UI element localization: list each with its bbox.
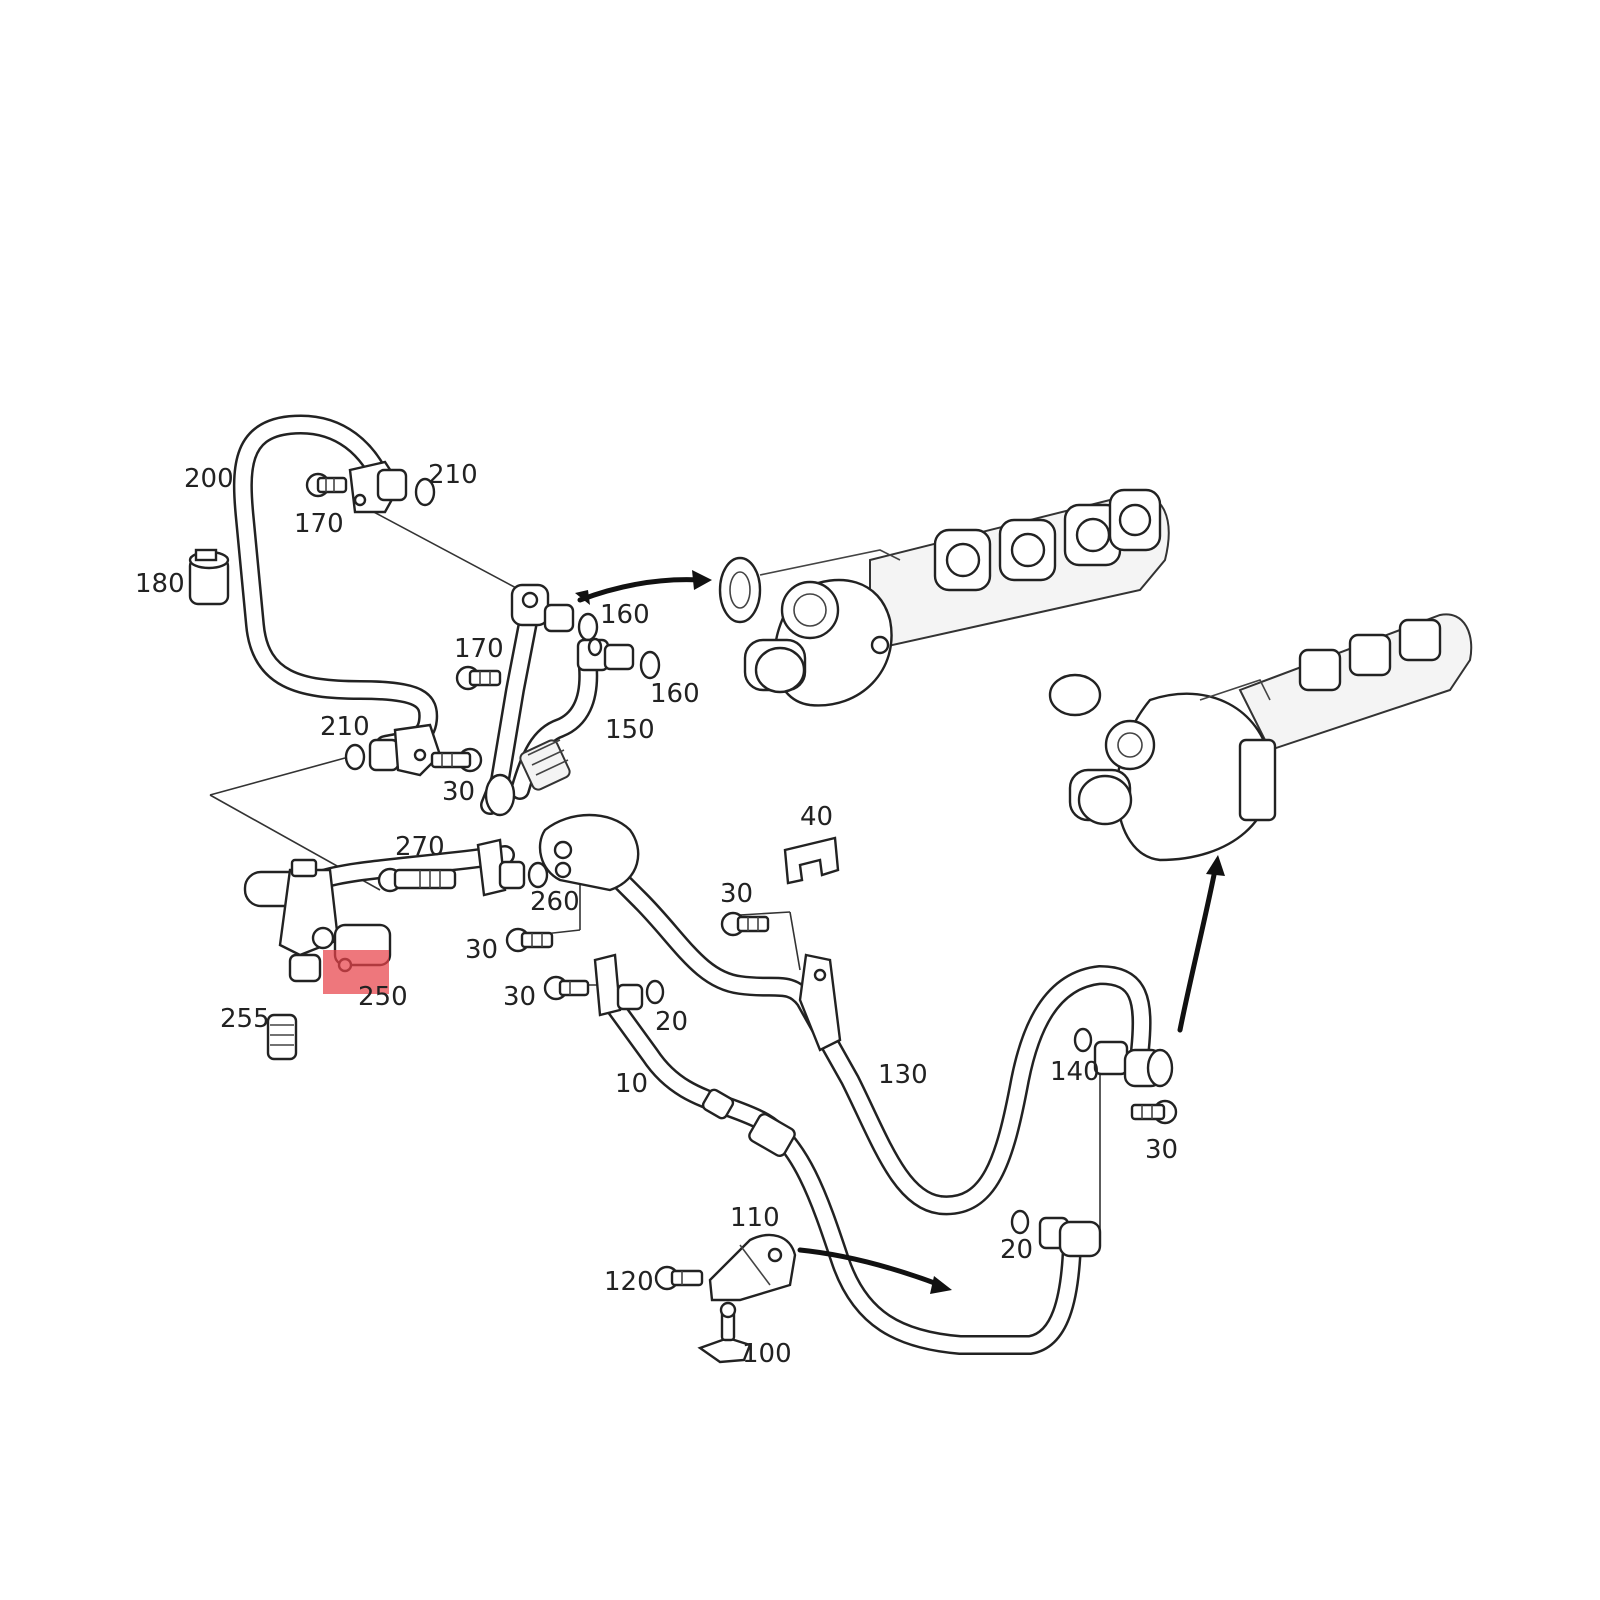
fitting-160-lower — [576, 637, 661, 680]
callout-170-mid: 170 — [454, 634, 504, 664]
sensor-255 — [266, 953, 322, 1061]
bolt-170-top — [305, 472, 348, 498]
callout-160-upper: 160 — [600, 600, 650, 630]
banjo-fitting-210-lower — [344, 723, 442, 777]
callout-30-c: 30 — [503, 982, 536, 1012]
fitting-20-lower — [1010, 1209, 1102, 1258]
flange-20-mid — [593, 953, 665, 1017]
banjo-fitting-210-top — [348, 460, 436, 514]
bracket-130 — [798, 953, 842, 1052]
callout-120: 120 — [604, 1267, 654, 1297]
bolt-30-d — [720, 911, 770, 937]
arrow-to-pipe-10 — [797, 1247, 952, 1294]
callout-30-b: 30 — [465, 935, 498, 965]
highlighted-part-250 — [323, 950, 389, 994]
callout-160-lower: 160 — [650, 679, 700, 709]
callout-200: 200 — [184, 464, 234, 494]
callout-10: 10 — [615, 1069, 648, 1099]
callout-110: 110 — [730, 1203, 780, 1233]
callout-labels: 200 210 170 180 160 170 160 150 210 30 4… — [135, 460, 1178, 1369]
arrow-to-lower-turbo — [1177, 855, 1225, 1033]
mount-100 — [697, 1301, 752, 1364]
callout-210-top: 210 — [428, 460, 478, 490]
callout-260: 260 — [530, 887, 580, 917]
sleeve-10 — [701, 1088, 796, 1157]
clip-40 — [783, 836, 840, 885]
leader-lines — [209, 509, 1101, 1235]
pipe-200 — [232, 414, 439, 755]
bolt-120 — [654, 1265, 704, 1291]
arrow-to-upper-turbo — [575, 570, 712, 605]
callout-250: 250 — [358, 982, 408, 1012]
callout-30-a: 30 — [442, 777, 475, 807]
flange-270 — [476, 838, 549, 897]
callout-150: 150 — [605, 715, 655, 745]
bolt-30-c — [543, 975, 590, 1001]
callout-40: 40 — [800, 802, 833, 832]
flange-260 — [538, 813, 640, 892]
callout-210-lower: 210 — [320, 712, 370, 742]
callout-270: 270 — [395, 832, 445, 862]
callout-255: 255 — [220, 1004, 270, 1034]
turbocharger-lower — [1048, 613, 1473, 862]
callout-140: 140 — [1050, 1057, 1100, 1087]
callout-130: 130 — [878, 1060, 928, 1090]
bolt-30-a — [430, 747, 483, 773]
bolt-30-b — [505, 927, 554, 953]
pipe-130 — [595, 855, 1152, 1216]
callout-180: 180 — [135, 569, 185, 599]
bracket-110 — [708, 1233, 797, 1302]
bolt-170-mid — [455, 665, 502, 691]
callout-30-e: 30 — [1145, 1135, 1178, 1165]
bolt-270 — [377, 867, 457, 893]
turbocharger-upper — [718, 488, 1170, 707]
callout-30-d: 30 — [720, 879, 753, 909]
bolt-30-e — [1130, 1099, 1178, 1125]
callout-100: 100 — [742, 1339, 792, 1369]
clamp-180 — [188, 548, 230, 606]
hose-150 — [484, 739, 571, 817]
callout-20-lower: 20 — [1000, 1235, 1033, 1265]
fitting-140 — [1073, 1027, 1174, 1088]
callout-170-top: 170 — [294, 509, 344, 539]
callout-20-mid: 20 — [655, 1007, 688, 1037]
